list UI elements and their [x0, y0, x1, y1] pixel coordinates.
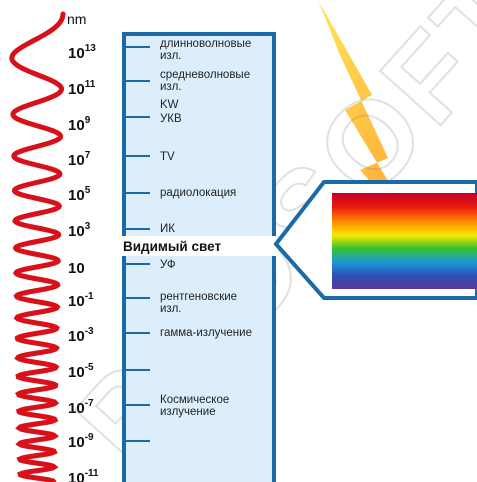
wavelength-labels: 1013 1011 109 107 105 103 10 10-1 10-3 10-5 10-7 10…: [68, 43, 99, 482]
wavelength-label: 10-11: [68, 468, 99, 482]
spectrum-column: [122, 32, 276, 482]
unit-label: nm: [67, 11, 86, 27]
wavelength-label: 10-7: [68, 398, 94, 417]
wavelength-label: 10-5: [68, 362, 94, 381]
band-label: гамма-излучение: [160, 327, 252, 339]
tick-marks: [126, 46, 150, 442]
wave-icon: [9, 11, 66, 482]
band-label: радиолокация: [160, 187, 236, 199]
lightning-icon: [318, 0, 430, 250]
wavelength-label: 103: [68, 221, 91, 240]
wavelength-label: 1013: [68, 43, 96, 62]
band-label: ИК: [160, 223, 175, 235]
band-label: УКВ: [160, 113, 182, 125]
spectrum-arrow-icon: [273, 180, 477, 300]
wavelength-label: 105: [68, 185, 91, 204]
wavelength-label: 10: [68, 260, 85, 277]
wavelength-label: 10-1: [68, 291, 94, 310]
wavelength-label: 109: [68, 115, 91, 134]
wavelength-label: 107: [68, 150, 91, 169]
wavelength-label: 1011: [68, 79, 96, 98]
visible-light-label: Видимый свет: [123, 239, 221, 254]
band-label: KW: [160, 99, 179, 111]
wavelength-label: 10-9: [68, 432, 94, 451]
visible-light-gap: [118, 236, 278, 256]
band-label: УФ: [160, 259, 176, 271]
band-label: TV: [160, 151, 175, 163]
wavelength-label: 10-3: [68, 326, 94, 345]
